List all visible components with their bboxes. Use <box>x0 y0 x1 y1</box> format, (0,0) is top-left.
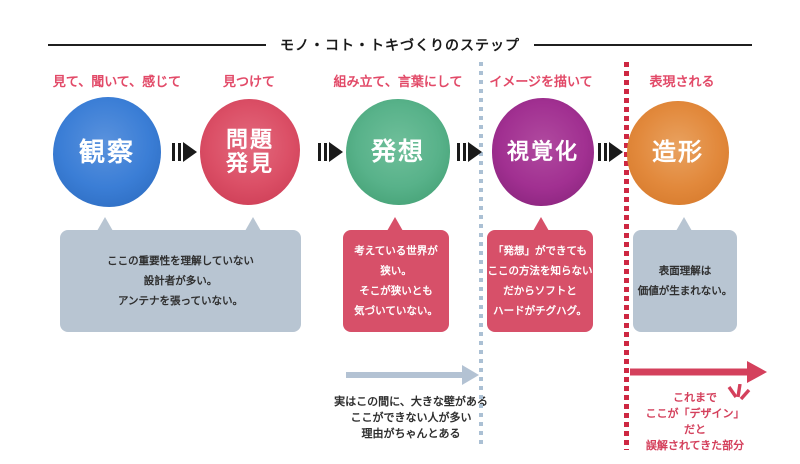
circle-text: 造形 <box>652 139 704 167</box>
callout-line: 「発想」ができても <box>493 245 587 257</box>
callout-tail <box>387 217 403 231</box>
callout-line: だからソフトと <box>503 285 577 297</box>
callout-line: 価値が生まれない。 <box>637 285 733 297</box>
callout-line: アンテナを張っていない。 <box>117 295 244 307</box>
note-line: ここができない人が多い <box>350 412 472 424</box>
fast-forward-icon <box>172 142 197 162</box>
note-line: 実はこの間に、大きな壁がある <box>334 396 488 408</box>
step-label-ideation: 組み立て、言葉にして <box>333 74 463 89</box>
burst-icon <box>727 384 751 401</box>
title-rule-left <box>48 44 266 46</box>
callout-tail <box>97 217 113 231</box>
wall-arrow-icon <box>346 365 479 385</box>
fast-forward-icon <box>457 142 482 162</box>
wall-note: 実はこの間に、大きな壁がある ここができない人が多い 理由がちゃんとある <box>334 394 488 442</box>
circle-text: 発見 <box>225 151 274 176</box>
callout-line: 設計者が多い。 <box>143 275 218 287</box>
design-note: これまで ここが「デザイン」だと 誤解されてきた部分 <box>643 390 748 454</box>
callout-line: 考えている世界が <box>354 245 438 257</box>
callout-forming: 表面理解は 価値が生まれない。 <box>633 217 737 332</box>
step-label-observation: 見て、聞いて、感じて <box>52 74 182 89</box>
callout-line: ハードがチグハグ。 <box>493 305 587 317</box>
circle-text: 発想 <box>370 137 425 166</box>
callout-line: 狭い。 <box>380 265 412 277</box>
callout-line: 表面理解は <box>658 265 712 277</box>
callout-visualization: 「発想」ができても ここの方法を知らない だからソフトと ハードがチグハグ。 <box>487 217 593 332</box>
page-title: モノ・コト・トキづくりのステップ <box>280 37 520 53</box>
callout-ideation: 考えている世界が 狭い。 そこが狭いとも 気づいていない。 <box>343 217 449 332</box>
callout-line: ここの方法を知らない <box>487 265 593 277</box>
callout-tail <box>533 217 549 231</box>
title-rule-right <box>534 44 752 46</box>
step-label-problem-find: 見つけて <box>222 74 276 89</box>
note-line: 誤解されてきた部分 <box>645 440 745 452</box>
callout-tail <box>676 217 692 231</box>
step-circle-forming: 造形 <box>627 101 729 205</box>
step-circle-visualization: 視覚化 <box>492 98 594 206</box>
step-circle-observation: 観察 <box>53 97 161 207</box>
step-circle-ideation: 発想 <box>346 99 450 205</box>
callout-line: 気づいていない。 <box>354 305 438 317</box>
circle-text: 問題 <box>225 127 274 153</box>
divider-gray-dotted <box>479 62 483 447</box>
note-line: 理由がちゃんとある <box>361 428 461 440</box>
callout-observation: ここの重要性を理解していない 設計者が多い。 アンテナを張っていない。 <box>60 217 301 332</box>
callout-line: そこが狭いとも <box>359 285 433 297</box>
step-label-visualization: イメージを描いて <box>489 74 593 89</box>
note-line: ここが「デザイン」だと <box>645 408 745 436</box>
step-circle-problem-find: 問題 発見 <box>200 99 300 205</box>
fast-forward-icon <box>318 142 343 162</box>
circle-text: 視覚化 <box>506 139 579 165</box>
fast-forward-icon <box>598 142 623 162</box>
note-line: これまで <box>673 392 717 404</box>
divider-red-dotted <box>624 62 629 450</box>
title-bar: モノ・コト・トキづくりのステップ <box>48 35 752 55</box>
callout-line: ここの重要性を理解していない <box>107 255 254 267</box>
design-arrow-icon <box>630 361 767 383</box>
circle-text: 観察 <box>78 136 135 167</box>
callout-tail <box>245 217 261 231</box>
step-label-forming: 表現される <box>649 74 715 89</box>
